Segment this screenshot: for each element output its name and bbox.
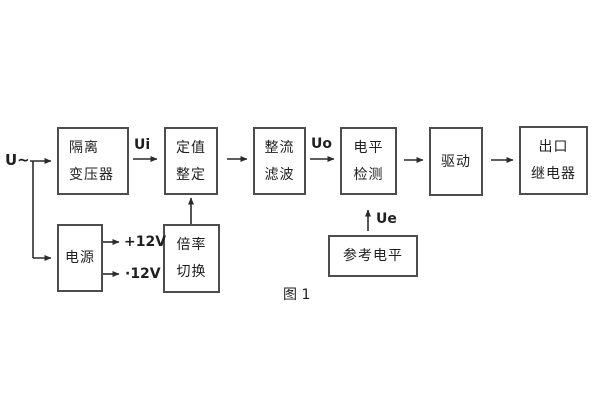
block-label-line: 倍率 <box>176 237 207 253</box>
signal-label-uo: Uo <box>311 136 332 152</box>
block-label-line: 变压器 <box>69 166 114 183</box>
signal-label-ui: Ui <box>134 137 151 153</box>
block-label-line: 检测 <box>353 166 384 183</box>
figure-caption: 图 1 <box>283 287 311 303</box>
block-label-line: 切换 <box>176 264 207 280</box>
block-value-setting: 定值 整定 <box>164 127 218 195</box>
block-reference-level: 参考电平 <box>328 235 418 277</box>
block-drive: 驱动 <box>429 127 483 196</box>
block-label-line: 继电器 <box>531 166 576 182</box>
block-label-line: 定值 <box>176 139 206 156</box>
block-isolation-transformer: 隔离 变压器 <box>57 127 129 195</box>
block-level-detection: 电平 检测 <box>340 127 397 195</box>
signal-label-plus-12v: +12V <box>124 234 167 250</box>
block-label-line: 电平 <box>353 139 384 156</box>
signal-label-ue: Ue <box>376 211 397 227</box>
block-label-line: 参考电平 <box>343 248 403 264</box>
signal-label-input: U~ <box>5 151 30 169</box>
block-label-line: 出口 <box>538 139 569 155</box>
block-label-line: 驱动 <box>441 153 471 170</box>
block-output-relay: 出口 继电器 <box>519 126 588 195</box>
block-power-supply: 电源 <box>57 224 103 292</box>
block-label-line: 电源 <box>65 250 95 266</box>
block-label-line: 隔离 <box>69 139 99 156</box>
signal-label-minus-12v: ·12V <box>125 266 161 282</box>
block-rectifier-filter: 整流 滤波 <box>253 127 306 195</box>
block-label-line: 整定 <box>176 166 206 183</box>
block-label-line: 整流 <box>264 139 295 156</box>
block-label-line: 滤波 <box>264 166 295 183</box>
block-ratio-switch: 倍率 切换 <box>163 224 220 293</box>
